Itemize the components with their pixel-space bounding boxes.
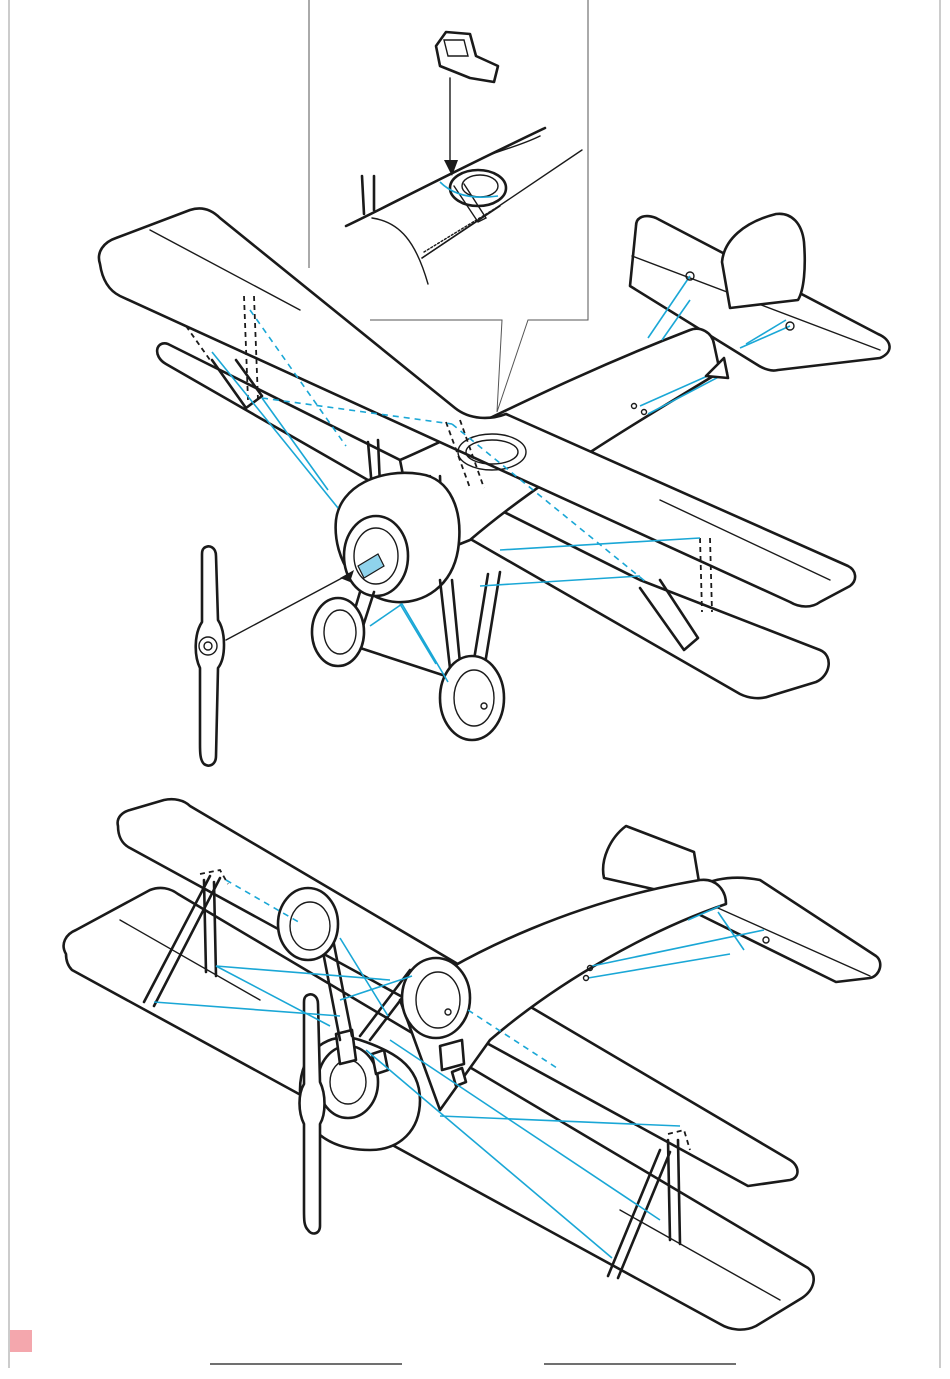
corner-marker [10, 1330, 32, 1352]
upper-biplane-view [99, 208, 890, 765]
lower-biplane-view [64, 799, 881, 1329]
cockpit-section [346, 128, 582, 284]
rudder [722, 214, 805, 308]
